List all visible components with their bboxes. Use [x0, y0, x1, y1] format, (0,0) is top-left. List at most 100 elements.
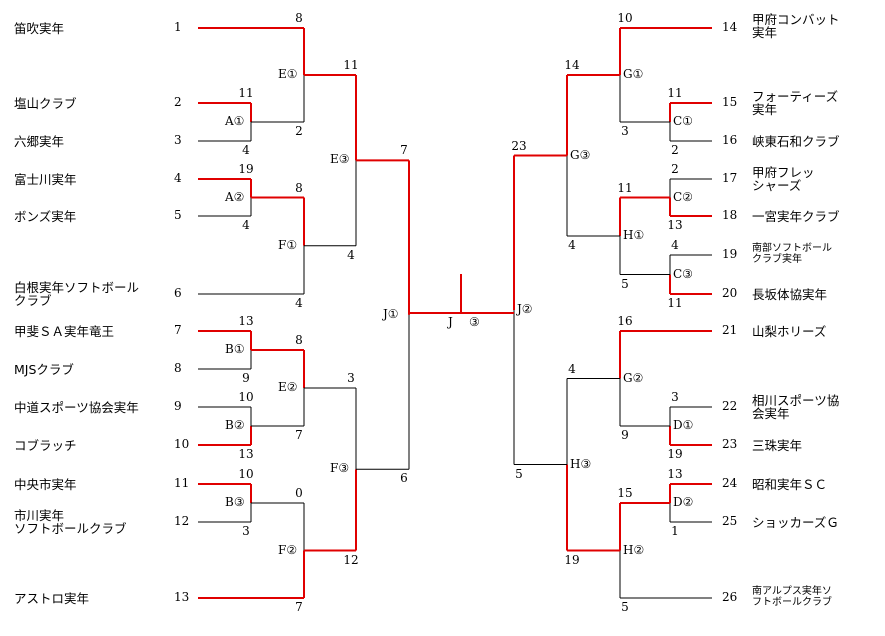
seed-number-1: 1 [174, 20, 182, 34]
match-label-H1: H① [623, 228, 645, 242]
seed-number-22: 22 [722, 399, 738, 413]
score-B2-top: 10 [238, 390, 254, 404]
score-C3-top: 4 [671, 238, 679, 252]
seed-number-12: 12 [174, 514, 190, 528]
score-E1-top: 8 [295, 11, 303, 25]
team-name-left-5: ボンズ実年 [14, 209, 77, 224]
team-name-right-25: ショッカーズＧ [752, 515, 839, 530]
team-name-right-17: 甲府フレッ シャーズ [752, 165, 815, 193]
score-G1-top: 10 [617, 11, 633, 25]
seed-number-13: 13 [174, 590, 190, 604]
score-A2-top: 19 [238, 162, 254, 176]
seed-number-25: 25 [722, 514, 738, 528]
team-name-left-3: 六郷実年 [14, 134, 65, 149]
score-H3-top: 4 [568, 361, 576, 376]
team-name-left-11: 中央市実年 [14, 477, 77, 492]
match-label-E1: E① [278, 67, 298, 81]
team-name-left-13: アストロ実年 [14, 591, 90, 606]
score-A1-top: 11 [238, 86, 254, 100]
score-A2-bottom: 4 [242, 218, 250, 232]
score-B3-bottom: 3 [242, 524, 250, 538]
team-name-left-2: 塩山クラブ [14, 96, 77, 111]
match-label-J1: J① [383, 306, 399, 321]
seed-number-2: 2 [174, 95, 182, 109]
team-name-left-9: 中道スポーツ協会実年 [14, 400, 139, 415]
score-C2-top: 2 [671, 162, 679, 176]
score-C1-top: 11 [667, 86, 683, 100]
score-J1-top: 7 [400, 143, 408, 158]
match-label-G2: G② [623, 370, 644, 385]
score-B3-top: 10 [238, 467, 254, 481]
score-E1-bottom: 2 [295, 124, 303, 138]
team-name-left-10: コブラッチ [14, 438, 77, 453]
score-F1-top: 8 [295, 180, 303, 195]
match-label-A2: A② [225, 189, 245, 204]
team-name-right-23: 三珠実年 [752, 438, 803, 453]
seed-number-7: 7 [174, 323, 182, 337]
score-C2-bottom: 13 [667, 218, 683, 232]
match-label-B2: B② [225, 418, 245, 432]
team-name-left-4: 富士川実年 [14, 172, 77, 187]
seed-number-17: 17 [722, 171, 738, 185]
score-B1-bottom: 9 [242, 371, 250, 385]
match-label-J2: J② [517, 302, 533, 316]
score-D2-top: 13 [667, 467, 683, 481]
seed-number-10: 10 [174, 437, 190, 451]
seed-number-5: 5 [174, 208, 182, 222]
score-E3-top: 11 [343, 58, 359, 72]
score-C3-bottom: 11 [667, 296, 683, 310]
team-name-left-7: 甲斐ＳＡ実年竜王 [14, 324, 115, 339]
match-label-D2: D② [673, 495, 694, 509]
match-label-J3-letter: J [448, 315, 453, 329]
seed-number-16: 16 [722, 133, 738, 147]
score-G2-bottom: 9 [621, 428, 629, 442]
team-name-left-8: MJSクラブ [14, 362, 74, 377]
team-name-right-21: 山梨ホリーズ [752, 324, 827, 339]
score-F3-bottom: 12 [343, 552, 359, 567]
match-label-J3-mark: ③ [469, 315, 480, 329]
match-label-H2: H② [623, 542, 645, 557]
score-A1-bottom: 4 [242, 143, 250, 157]
score-H1-top: 11 [617, 180, 633, 195]
score-B2-bottom: 13 [238, 447, 254, 461]
score-G3-bottom: 4 [568, 238, 576, 252]
match-label-F3: F③ [330, 461, 350, 476]
score-F2-bottom: 7 [295, 600, 303, 614]
team-name-right-16: 峡東石和クラブ [752, 134, 840, 149]
match-label-D1: D① [673, 418, 694, 432]
seed-number-18: 18 [722, 208, 738, 222]
score-J1-bottom: 6 [400, 471, 408, 486]
score-F2-top: 0 [295, 486, 303, 500]
match-label-B1: B① [225, 342, 245, 356]
match-label-A1: A① [225, 114, 245, 128]
seed-number-8: 8 [174, 361, 182, 375]
score-D1-bottom: 19 [667, 447, 683, 461]
score-H3-bottom: 19 [564, 552, 580, 567]
score-E2-top: 8 [295, 333, 303, 347]
score-D2-bottom: 1 [671, 524, 679, 538]
match-label-F1: F① [278, 237, 298, 252]
seed-number-3: 3 [174, 133, 182, 147]
match-label-C2: C② [673, 189, 693, 204]
team-name-right-24: 昭和実年ＳＣ [752, 477, 828, 492]
match-label-G3: G③ [570, 147, 591, 162]
team-name-right-15: フォーティーズ 実年 [752, 89, 839, 117]
seed-number-19: 19 [722, 247, 738, 261]
team-name-right-14: 甲府コンバット 実年 [752, 12, 840, 40]
seed-number-15: 15 [722, 95, 738, 109]
team-name-left-12: 市川実年 ソフトボールクラブ [14, 508, 127, 536]
match-label-E2: E② [278, 380, 298, 394]
seed-number-4: 4 [174, 171, 182, 185]
score-C1-bottom: 2 [671, 143, 679, 157]
score-F3-top: 3 [347, 371, 355, 385]
seed-number-26: 26 [722, 590, 738, 604]
match-label-F2: F② [278, 542, 298, 557]
seed-number-9: 9 [174, 399, 182, 413]
match-label-E3: E③ [330, 152, 350, 167]
score-G1-bottom: 3 [621, 124, 629, 138]
score-G3-top: 14 [564, 58, 580, 72]
match-label-C3: C③ [673, 266, 693, 281]
match-label-H3: H③ [570, 456, 592, 471]
team-name-right-22: 相川スポーツ協 会実年 [752, 393, 840, 421]
